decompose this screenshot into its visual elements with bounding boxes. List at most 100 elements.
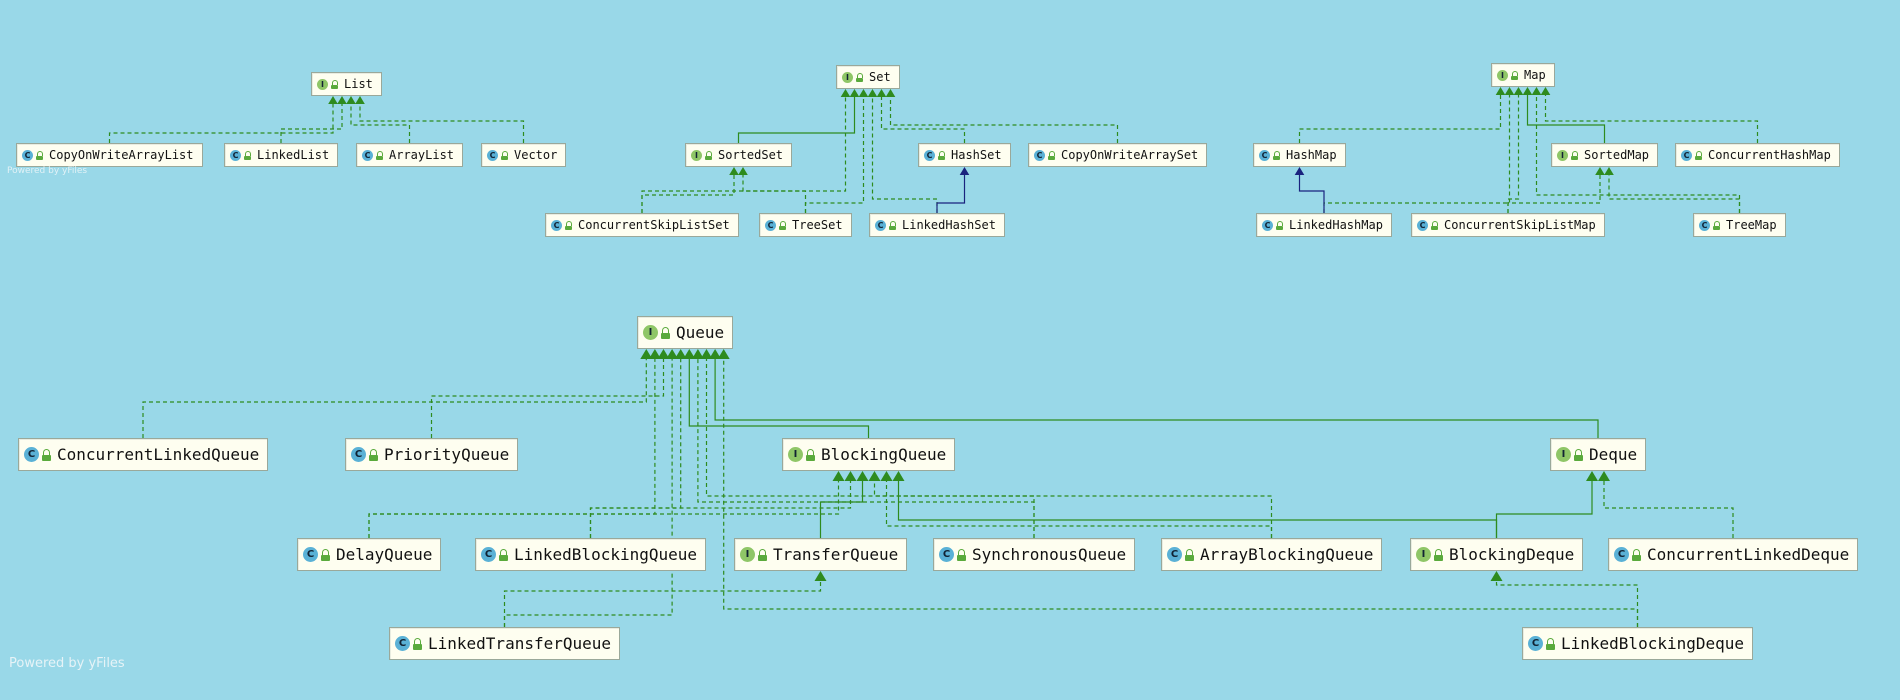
public-lock-icon xyxy=(705,151,712,160)
node-label: LinkedHashSet xyxy=(902,218,996,232)
arrowhead xyxy=(1490,571,1503,581)
node-label: HashMap xyxy=(1286,148,1337,162)
edge-transfer-queue-to-blocking-queue xyxy=(819,481,864,538)
node-concurrent-hash-map[interactable]: C ConcurrentHashMap xyxy=(1675,143,1840,167)
public-lock-icon xyxy=(1511,71,1518,80)
edge-concurrent-linked-queue-to-queue xyxy=(142,359,647,438)
arrowhead xyxy=(1513,87,1524,95)
node-label: Queue xyxy=(676,323,725,342)
class-badge-icon: C xyxy=(303,547,318,562)
edge-synchronous-queue-to-blocking-queue xyxy=(873,481,1035,538)
arrowhead xyxy=(959,167,970,175)
arrowhead xyxy=(1294,167,1305,175)
edge-concurrent-hash-map-to-map xyxy=(1544,95,1759,143)
arrowhead xyxy=(709,349,722,359)
edge-array-list-to-list xyxy=(350,104,411,143)
arrowhead xyxy=(1531,87,1542,95)
edge-copy-on-write-array-list-to-list xyxy=(108,104,334,143)
interface-badge-icon: I xyxy=(317,78,328,90)
edge-blocking-deque-to-deque xyxy=(1495,481,1593,538)
class-badge-icon: C xyxy=(924,149,935,161)
public-lock-icon xyxy=(661,327,670,339)
arrowhead xyxy=(858,89,869,97)
class-badge-icon: C xyxy=(551,219,562,231)
class-badge-icon: C xyxy=(765,219,776,231)
class-badge-icon: C xyxy=(939,547,954,562)
class-badge-icon: C xyxy=(1034,149,1045,161)
edge-linked-blocking-queue-to-queue xyxy=(589,359,682,538)
public-lock-icon xyxy=(806,449,815,461)
arrowhead xyxy=(683,349,696,359)
node-delay-queue[interactable]: C DelayQueue xyxy=(297,538,442,571)
node-label: List xyxy=(344,77,373,91)
arrowhead xyxy=(880,471,893,481)
edge-delay-queue-to-blocking-queue xyxy=(368,481,840,538)
public-lock-icon xyxy=(1048,151,1055,160)
node-label: Vector xyxy=(514,148,558,162)
arrowhead xyxy=(1495,87,1506,95)
node-label: ConcurrentHashMap xyxy=(1708,148,1831,162)
arrowhead xyxy=(867,89,878,97)
edge-blocking-deque-to-blocking-queue xyxy=(897,481,1498,538)
arrowhead xyxy=(840,89,851,97)
arrowhead xyxy=(1522,87,1533,95)
class-badge-icon: C xyxy=(487,149,498,161)
node-label: SortedMap xyxy=(1584,148,1650,162)
edge-linked-blocking-deque-to-blocking-deque xyxy=(1495,581,1639,627)
arrowhead xyxy=(885,89,896,97)
public-lock-icon xyxy=(1695,151,1702,160)
arrowhead xyxy=(640,349,653,359)
node-label: BlockingDeque xyxy=(1449,545,1575,564)
public-lock-icon xyxy=(331,80,338,89)
node-list[interactable]: I List xyxy=(311,72,382,96)
arrowhead xyxy=(876,89,887,97)
node-label: TransferQueue xyxy=(773,545,899,564)
edge-concurrent-linked-deque-to-deque xyxy=(1603,481,1734,538)
public-lock-icon xyxy=(244,151,251,160)
arrowhead xyxy=(856,471,869,481)
edge-concurrent-skip-list-set-to-sorted-set xyxy=(641,175,735,213)
node-vector[interactable]: C Vector xyxy=(481,143,567,167)
arrowhead xyxy=(1586,471,1598,481)
arrowhead xyxy=(1595,167,1605,175)
class-badge-icon: C xyxy=(1528,636,1543,651)
public-lock-icon xyxy=(376,151,383,160)
public-lock-icon xyxy=(758,549,767,561)
node-label: ArrayBlockingQueue xyxy=(1200,545,1374,564)
node-label: DelayQueue xyxy=(336,545,433,564)
interface-badge-icon: I xyxy=(1497,69,1508,81)
class-badge-icon: C xyxy=(351,447,366,462)
interface-badge-icon: I xyxy=(1556,447,1571,462)
class-badge-icon: C xyxy=(1681,149,1692,161)
